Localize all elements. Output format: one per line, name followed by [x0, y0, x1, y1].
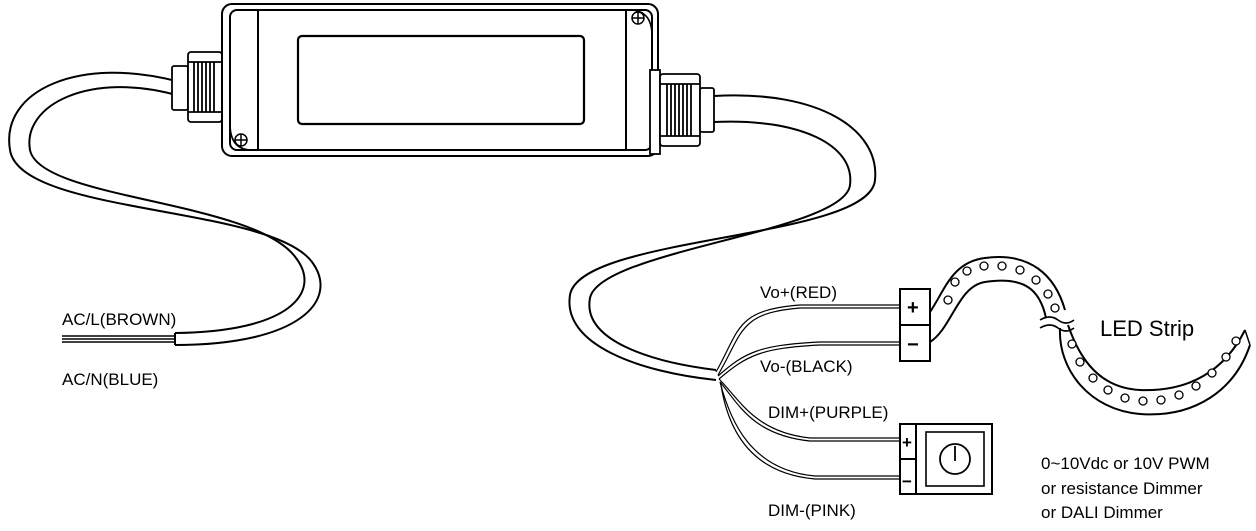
screw-hole-icon	[631, 11, 645, 25]
output-plus-sign: +	[907, 297, 919, 319]
vo-minus-label: Vo-(BLACK)	[760, 357, 853, 376]
dimmer-note-line-2: or resistance Dimmer	[1041, 479, 1203, 498]
led-strip	[929, 256, 1251, 416]
ac-n-label: AC/N(BLUE)	[62, 370, 158, 389]
dim-minus-label: DIM-(PINK)	[768, 501, 856, 520]
dim-minus-wire	[719, 381, 900, 480]
dimmer-minus-sign: −	[902, 472, 912, 491]
dimmer-plus-sign: +	[902, 433, 912, 452]
dimmer-note-line-1: 0~10Vdc or 10V PWM	[1041, 454, 1210, 473]
output-cable	[568, 94, 877, 381]
dimmer-note-line-3: or DALI Dimmer	[1041, 503, 1163, 522]
vo-plus-label: Vo+(RED)	[760, 283, 837, 302]
screw-hole-icon	[234, 133, 248, 147]
ac-wire-leads	[62, 335, 175, 343]
led-strip-label: LED Strip	[1100, 316, 1194, 341]
dimmer-knob-icon	[939, 443, 971, 475]
dim-plus-wire	[718, 378, 900, 442]
vo-plus-wire	[715, 304, 900, 376]
right-cable-gland	[649, 69, 715, 155]
vo-minus-wire	[717, 341, 900, 380]
driver-housing	[221, 3, 659, 157]
ac-l-label: AC/L(BROWN)	[62, 310, 176, 329]
strip-break-icon	[1039, 316, 1075, 332]
output-minus-sign: −	[907, 334, 919, 356]
output-terminal	[899, 288, 931, 362]
dim-plus-label: DIM+(PURPLE)	[768, 403, 888, 422]
led-dot-icon	[943, 261, 1241, 406]
